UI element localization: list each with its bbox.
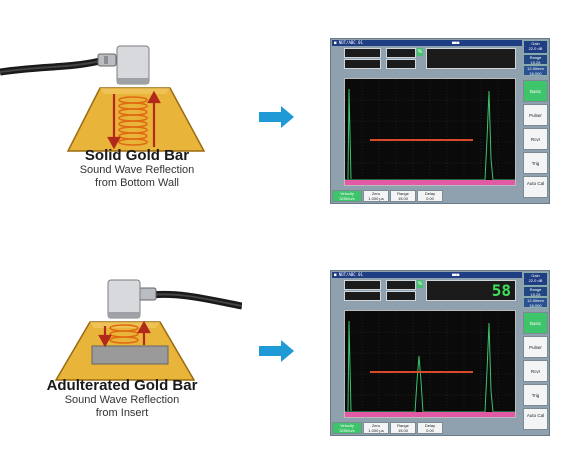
reading-box-1 bbox=[344, 48, 381, 58]
auto-cal-button[interactable]: Auto Cal bbox=[523, 176, 548, 198]
thickness-label: 12.00mm bbox=[527, 66, 544, 71]
pulser-button[interactable]: Pulser bbox=[523, 104, 548, 126]
screen-header-bar: ■ NDT/ABC 01 ■■■ bbox=[332, 272, 522, 278]
basic-button[interactable]: Basic bbox=[523, 312, 548, 334]
rcvr-button[interactable]: Rcvr bbox=[523, 360, 548, 382]
range-param-value: 15.00 bbox=[397, 428, 408, 433]
screen-header-bar: ■ NDT/ABC 01 ■■■ bbox=[332, 40, 522, 46]
delay-label: Delay bbox=[424, 423, 436, 428]
basic-button[interactable]: Basic bbox=[523, 80, 548, 102]
reading-box-4 bbox=[386, 59, 416, 69]
gain-readout: Gain 22.0 dB bbox=[523, 40, 548, 54]
screen-header-left: ■ NDT/ABC 01 bbox=[334, 272, 363, 277]
initial-pulse-echo bbox=[347, 320, 352, 412]
delay-value: 0.00 bbox=[426, 428, 434, 433]
zero-value: 1.000 µs bbox=[368, 428, 384, 433]
initial-pulse-echo bbox=[347, 88, 352, 180]
parameter-bar: Velocity 3250m/s Zero 1.000 µs Range 15.… bbox=[332, 422, 522, 434]
side-menu: Gain 22.0 dB Range 15.26 12.00mm 16.000 … bbox=[523, 272, 548, 432]
thickness-readout: 12.00mm 16.000 bbox=[523, 297, 548, 308]
right-arrow-icon bbox=[259, 340, 294, 362]
velocity-param[interactable]: Velocity 3250m/s bbox=[332, 190, 362, 202]
main-reading-box: 58 bbox=[426, 280, 516, 301]
range-param-label: Range bbox=[397, 191, 409, 196]
thickness-reading: 58 bbox=[491, 281, 511, 300]
a-scan-plot bbox=[344, 310, 516, 418]
gate-indicator: % bbox=[417, 48, 423, 56]
trig-button[interactable]: Trig bbox=[523, 152, 548, 174]
zero-label: Zero bbox=[371, 423, 381, 428]
adulterated-gold-bar-illustration bbox=[54, 279, 242, 381]
adulterated-bar-title: Adulterated Gold Bar bbox=[46, 377, 198, 394]
range-param-value: 15.00 bbox=[397, 196, 408, 201]
zero-value: 1.000 µs bbox=[368, 196, 384, 201]
delay-value: 0.00 bbox=[426, 196, 434, 201]
range-param[interactable]: Range 15.00 bbox=[390, 190, 416, 202]
range-readout: Range 15.26 bbox=[523, 286, 548, 297]
adulterated-bar-subtitle-1: Sound Wave Reflection bbox=[64, 394, 180, 406]
solid-gold-bar-illustration bbox=[0, 45, 206, 152]
reading-box-1 bbox=[344, 280, 381, 290]
range-param-label: Range bbox=[397, 423, 409, 428]
range-param[interactable]: Range 15.00 bbox=[390, 422, 416, 434]
velocity-param[interactable]: Velocity 3250m/s bbox=[332, 422, 362, 434]
trig-button[interactable]: Trig bbox=[523, 384, 548, 406]
rcvr-button[interactable]: Rcvr bbox=[523, 128, 548, 150]
parameter-bar: Velocity 3250m/s Zero 1.000 µs Range 15.… bbox=[332, 190, 522, 202]
screen-header-mid: ■■■ bbox=[452, 272, 460, 277]
velocity-value: 3250m/s bbox=[339, 428, 355, 433]
insert-block bbox=[91, 345, 169, 365]
range-label: Range bbox=[529, 287, 542, 292]
main-reading-box bbox=[426, 48, 516, 69]
zero-label: Zero bbox=[371, 191, 381, 196]
reading-box-4 bbox=[386, 291, 416, 301]
delay-label: Delay bbox=[424, 191, 436, 196]
velocity-label: Velocity bbox=[340, 423, 354, 428]
solid-bar-subtitle-1: Sound Wave Reflection bbox=[79, 164, 195, 176]
flaw-detector-screen-adulterated: ■ NDT/ABC 01 ■■■ % 58 Gain 22.0 dB Range… bbox=[330, 270, 550, 436]
adulterated-bar-subtitle-2: from Insert bbox=[95, 407, 149, 419]
reading-box-3 bbox=[344, 59, 381, 69]
zero-param[interactable]: Zero 1.000 µs bbox=[363, 190, 389, 202]
gain-label: Gain bbox=[531, 273, 540, 278]
zero-param[interactable]: Zero 1.000 µs bbox=[363, 422, 389, 434]
screen-header-mid: ■■■ bbox=[452, 40, 460, 45]
reflection-arrows-icon bbox=[107, 90, 161, 150]
screen-header-left: ■ NDT/ABC 01 bbox=[334, 40, 363, 45]
delay-param[interactable]: Delay 0.00 bbox=[417, 422, 443, 434]
thickness-value: 16.000 bbox=[529, 303, 542, 308]
gain-value: 22.0 dB bbox=[528, 278, 543, 283]
a-scan-plot bbox=[344, 78, 516, 186]
sound-wave-icon bbox=[118, 96, 148, 146]
gain-readout: Gain 22.0 dB bbox=[523, 272, 548, 286]
reading-box-2 bbox=[386, 280, 416, 290]
solid-bar-subtitle-2: from Bottom Wall bbox=[95, 177, 179, 189]
gate-indicator: % bbox=[417, 280, 423, 288]
auto-cal-button[interactable]: Auto Cal bbox=[523, 408, 548, 430]
sound-wave-icon bbox=[109, 324, 139, 344]
range-readout: Range 15.26 bbox=[523, 54, 548, 65]
gain-value: 22.0 dB bbox=[528, 46, 543, 51]
range-value: 15.26 bbox=[530, 60, 541, 65]
gain-label: Gain bbox=[531, 41, 540, 46]
delay-param[interactable]: Delay 0.00 bbox=[417, 190, 443, 202]
thickness-label: 12.00mm bbox=[527, 298, 544, 303]
reading-box-3 bbox=[344, 291, 381, 301]
velocity-label: Velocity bbox=[340, 191, 354, 196]
reflection-arrows-icon bbox=[98, 320, 151, 348]
range-value: 15.26 bbox=[530, 292, 541, 297]
flaw-detector-screen-solid: ■ NDT/ABC 01 ■■■ % Gain 22.0 dB Range 15… bbox=[330, 38, 550, 204]
reading-box-2 bbox=[386, 48, 416, 58]
velocity-value: 3250m/s bbox=[339, 196, 355, 201]
side-menu: Gain 22.0 dB Range 15.26 12.00mm 16.000 … bbox=[523, 40, 548, 200]
solid-bar-title: Solid Gold Bar bbox=[84, 147, 190, 164]
right-arrow-icon bbox=[259, 106, 294, 128]
thickness-readout: 12.00mm 16.000 bbox=[523, 65, 548, 76]
range-label: Range bbox=[529, 55, 542, 60]
pulser-button[interactable]: Pulser bbox=[523, 336, 548, 358]
thickness-value: 16.000 bbox=[529, 71, 542, 76]
